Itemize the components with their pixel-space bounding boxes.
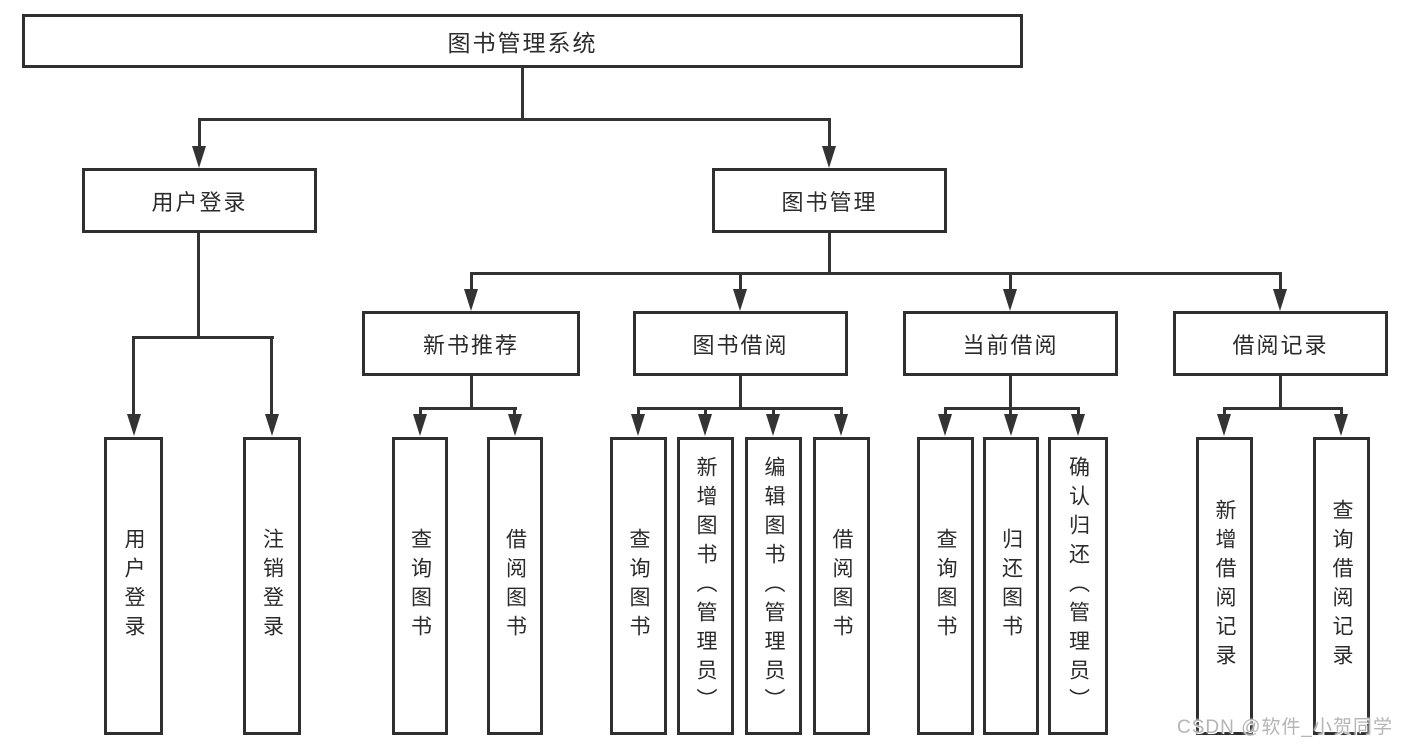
node-label: 新增图书（管理员） xyxy=(694,455,717,717)
connector-line xyxy=(132,336,135,417)
arrow-down-icon xyxy=(1217,414,1231,436)
node-label: 查询借阅记录 xyxy=(1330,499,1353,673)
arrow-down-icon xyxy=(413,414,427,436)
node-label: 图书管理 xyxy=(781,189,878,215)
node-label: 归还图书 xyxy=(999,528,1023,644)
connector-line xyxy=(739,272,742,292)
connector-line xyxy=(1279,376,1282,410)
node-book-borrowing: 图书借阅 xyxy=(633,311,848,376)
node-label: 编辑图书（管理员） xyxy=(762,455,785,717)
arrow-down-icon xyxy=(508,414,522,436)
node-label: 借阅记录 xyxy=(1232,332,1329,358)
leaf-add-borrow-record: 新增借阅记录 xyxy=(1196,437,1253,735)
connector-line xyxy=(1279,272,1282,292)
leaf-edit-books-admin: 编辑图书（管理员） xyxy=(745,437,802,735)
node-label: 查询图书 xyxy=(934,528,957,644)
leaf-search-borrow-record: 查询借阅记录 xyxy=(1313,437,1370,735)
node-label: 查询图书 xyxy=(627,528,650,644)
arrow-down-icon xyxy=(1071,414,1085,436)
node-book-management: 图书管理 xyxy=(712,168,947,233)
connector-line xyxy=(1009,272,1012,292)
connector-line xyxy=(1077,407,1080,417)
node-label: 图书管理系统 xyxy=(447,30,598,56)
connector-line xyxy=(198,118,831,121)
connector-line xyxy=(739,376,742,410)
arrow-down-icon xyxy=(1003,289,1017,311)
leaf-search-books: 查询图书 xyxy=(610,437,667,735)
arrow-down-icon xyxy=(631,414,645,436)
arrow-down-icon xyxy=(766,414,780,436)
arrow-down-icon xyxy=(127,414,141,436)
node-label: 注销登录 xyxy=(260,528,284,644)
arrow-down-icon xyxy=(733,289,747,311)
leaf-search-books-current: 查询图书 xyxy=(917,437,974,735)
connector-line xyxy=(1223,407,1343,410)
arrow-down-icon xyxy=(1273,289,1287,311)
connector-line xyxy=(198,118,201,150)
connector-line xyxy=(704,407,707,417)
connector-line xyxy=(828,233,831,275)
arrow-down-icon xyxy=(1334,414,1348,436)
node-label: 用户登录 xyxy=(122,528,145,644)
connector-line xyxy=(1009,407,1012,417)
arrow-down-icon xyxy=(265,414,279,436)
node-label: 借阅图书 xyxy=(503,528,527,644)
leaf-search-books-recommendation: 查询图书 xyxy=(392,437,448,735)
arrow-down-icon xyxy=(1004,414,1018,436)
connector-line xyxy=(513,407,516,417)
connector-line xyxy=(521,66,524,120)
connector-line xyxy=(1009,376,1012,410)
leaf-borrow-books: 借阅图书 xyxy=(813,437,870,735)
connector-line xyxy=(419,407,517,410)
leaf-confirm-return-admin: 确认归还（管理员） xyxy=(1048,437,1108,735)
connector-line xyxy=(637,407,640,417)
node-label: 新增借阅记录 xyxy=(1213,499,1236,673)
connector-line xyxy=(944,407,947,417)
node-label: 当前借阅 xyxy=(962,332,1059,358)
node-borrowing-records: 借阅记录 xyxy=(1173,311,1388,376)
node-user-login: 用户登录 xyxy=(82,168,317,233)
connector-line xyxy=(1223,407,1226,417)
connector-line xyxy=(270,336,273,417)
connector-line xyxy=(828,118,831,150)
node-new-book-recommendation: 新书推荐 xyxy=(362,311,580,376)
leaf-logout: 注销登录 xyxy=(243,437,301,735)
node-label: 借阅图书 xyxy=(830,528,853,644)
leaf-borrow-books-recommendation: 借阅图书 xyxy=(487,437,543,735)
leaf-user-login: 用户登录 xyxy=(104,437,163,735)
node-label: 图书借阅 xyxy=(692,332,789,358)
watermark: CSDN @软件_小贺同学 xyxy=(1177,717,1393,738)
connector-line xyxy=(470,272,473,292)
arrow-down-icon xyxy=(464,289,478,311)
connector-line xyxy=(197,233,200,339)
connector-line xyxy=(772,407,775,417)
connector-line xyxy=(840,407,843,417)
connector-line xyxy=(470,272,1281,275)
connector-line xyxy=(944,407,1080,410)
leaf-add-books-admin: 新增图书（管理员） xyxy=(677,437,734,735)
leaf-return-books: 归还图书 xyxy=(983,437,1039,735)
connector-line xyxy=(637,407,843,410)
arrow-down-icon xyxy=(822,146,836,168)
arrow-down-icon xyxy=(698,414,712,436)
node-library-management-system: 图书管理系统 xyxy=(22,14,1023,68)
connector-line xyxy=(132,336,274,339)
arrow-down-icon xyxy=(192,146,206,168)
connector-line xyxy=(470,376,473,410)
node-label: 查询图书 xyxy=(408,528,432,644)
arrow-down-icon xyxy=(834,414,848,436)
node-current-borrowing: 当前借阅 xyxy=(903,311,1118,376)
node-label: 新书推荐 xyxy=(422,332,519,358)
connector-line xyxy=(1340,407,1343,417)
node-label: 用户登录 xyxy=(151,189,248,215)
arrow-down-icon xyxy=(938,414,952,436)
node-label: 确认归还（管理员） xyxy=(1066,455,1090,717)
connector-line xyxy=(419,407,422,417)
